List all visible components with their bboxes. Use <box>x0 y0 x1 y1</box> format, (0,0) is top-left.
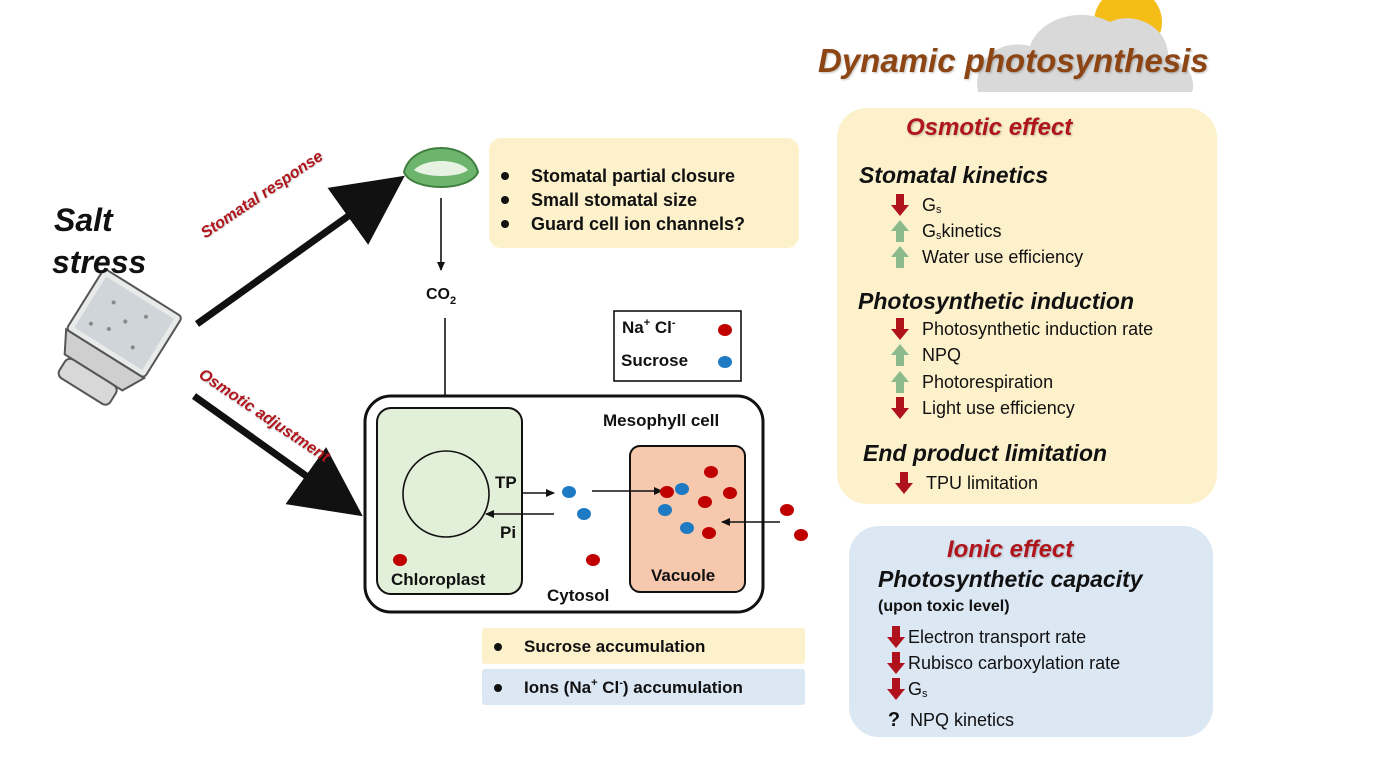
up-arrow-icon <box>890 246 910 268</box>
list-item: Water use efficiency <box>890 246 1083 268</box>
cytosol-label: Cytosol <box>547 586 610 605</box>
up-arrow-icon <box>890 371 910 393</box>
salt-stress-label-line2: stress <box>52 244 147 280</box>
list-item: Guard cell ion channels? <box>489 212 745 236</box>
list-item: Sucrose accumulation <box>482 635 705 659</box>
list-item: Light use efficiency <box>890 397 1075 419</box>
down-arrow-icon <box>890 194 910 216</box>
stomatal-kinetics-title: Stomatal kinetics <box>859 162 1049 188</box>
pi-label: Pi <box>500 523 517 542</box>
vacuole-compartment <box>629 445 746 593</box>
osmotic-effect-panel <box>837 108 1217 504</box>
list-item: Stomatal partial closure <box>489 164 745 188</box>
photosynthetic-capacity-title: Photosynthetic capacity <box>878 566 1143 592</box>
legend-sucrose-dot <box>718 356 732 368</box>
ion-dot <box>698 496 712 508</box>
sucrose-dot <box>680 522 694 534</box>
ion-dot <box>586 554 600 566</box>
chloroplast-label: Chloroplast <box>391 570 486 589</box>
mesophyll-cell-label: Mesophyll cell <box>603 411 720 430</box>
molecule-dots <box>393 466 808 566</box>
stomatal-traits-box: Stomatal partial closure Small stomatal … <box>489 138 799 248</box>
ion-dot <box>723 487 737 499</box>
sucrose-dot <box>658 504 672 516</box>
end-product-limitation-title: End product limitation <box>863 440 1108 466</box>
ion-dot <box>780 504 794 516</box>
down-arrow-icon <box>890 397 910 419</box>
ionic-effect-title: Ionic effect <box>947 536 1074 563</box>
down-arrow-icon <box>894 472 914 494</box>
down-arrow-icon <box>886 678 906 700</box>
vacuole-label: Vacuole <box>651 566 716 585</box>
list-item: ?NPQ kinetics <box>884 709 1014 731</box>
list-item: Photosynthetic induction rate <box>890 318 1153 340</box>
list-item: Rubisco carboxylation rate <box>886 652 1120 674</box>
stomatal-traits-list: Stomatal partial closure Small stomatal … <box>489 164 745 236</box>
list-item: Electron transport rate <box>886 626 1086 648</box>
legend-sucrose-label: Sucrose <box>621 351 689 370</box>
up-arrow-icon <box>890 344 910 366</box>
list-item: Small stomatal size <box>489 188 745 212</box>
legend-ions-label: Na+ Cl- <box>622 317 676 337</box>
legend-box <box>613 310 742 382</box>
tp-label: TP <box>495 473 517 492</box>
stoma-icon <box>402 147 480 188</box>
stomatal-pathway-arrow <box>194 175 405 327</box>
ion-dot <box>704 466 718 478</box>
ion-dot <box>660 486 674 498</box>
sucrose-accumulation-bar: Sucrose accumulation <box>482 628 805 664</box>
ion-dot <box>702 527 716 539</box>
photosynthetic-induction-title: Photosynthetic induction <box>858 288 1134 314</box>
osmotic-effect-title: Osmotic effect <box>906 114 1073 141</box>
osmotic-pathway-arrow <box>191 393 363 517</box>
down-arrow-icon <box>886 626 906 648</box>
list-item: TPU limitation <box>894 472 1038 494</box>
sucrose-dot <box>675 483 689 495</box>
toxic-level-note: (upon toxic level) <box>878 598 1010 615</box>
co2-label: CO2 <box>426 286 457 307</box>
list-item: Ions (Na+ Cl-) accumulation <box>482 676 743 702</box>
ionic-effect-panel <box>849 526 1213 737</box>
stroma-circle <box>402 450 490 538</box>
ion-dot <box>794 529 808 541</box>
question-mark-icon: ? <box>887 709 901 731</box>
salt-stress-label-line1: Salt <box>54 202 113 238</box>
list-item: Photorespiration <box>890 371 1053 393</box>
ion-accumulation-bar: Ions (Na+ Cl-) accumulation <box>482 669 805 705</box>
sucrose-dot <box>577 508 591 520</box>
down-arrow-icon <box>886 652 906 674</box>
legend-ion-dot <box>718 324 732 336</box>
page-title: Dynamic photosynthesis <box>818 42 1209 79</box>
cloud-sun-icon <box>977 0 1194 92</box>
chloroplast-compartment <box>376 407 523 595</box>
down-arrow-icon <box>890 318 910 340</box>
ion-dot <box>393 554 407 566</box>
up-arrow-icon <box>890 220 910 242</box>
salt-shaker-icon <box>57 268 182 406</box>
list-item: NPQ <box>890 344 961 366</box>
sucrose-dot <box>562 486 576 498</box>
